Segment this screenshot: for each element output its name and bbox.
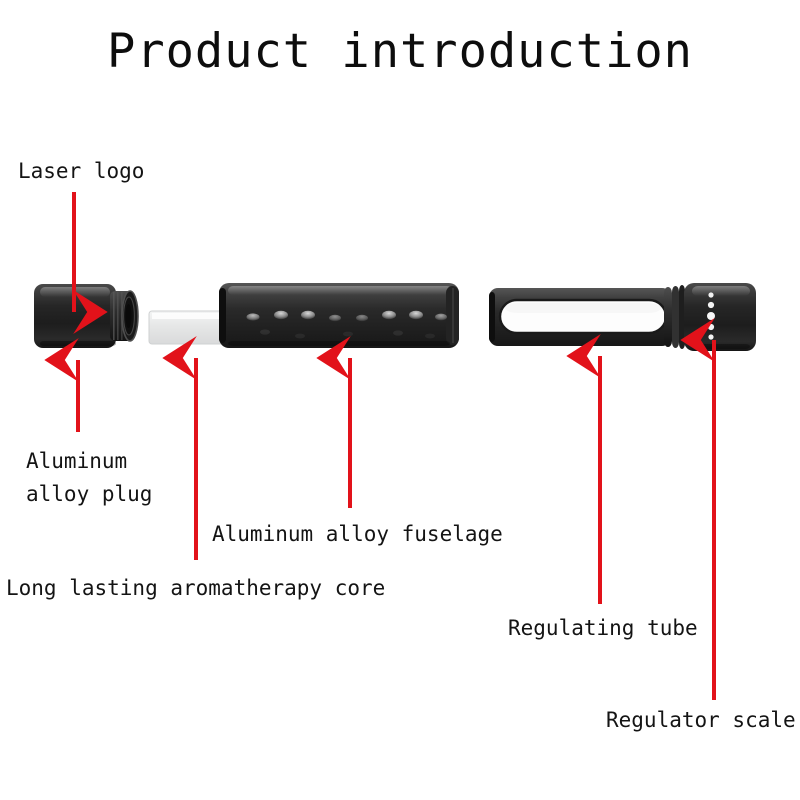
callout-arrows	[44, 192, 716, 700]
callout-label-aromatherapy-core: Long lasting aromatherapy core	[6, 576, 386, 600]
callout-label-laser-logo: Laser logo	[18, 159, 145, 183]
callout-label-regulating-tube: Regulating tube	[508, 616, 698, 640]
callout-label-aluminum-alloy-plug: Aluminum alloy plug	[26, 449, 153, 506]
part-aluminum-alloy-fuselage	[219, 283, 459, 348]
page-title: Product introduction	[107, 24, 693, 79]
part-aluminum-alloy-plug	[34, 284, 139, 348]
part-aromatherapy-core	[148, 310, 226, 345]
callout-label-aluminum-alloy-fuselage: Aluminum alloy fuselage	[212, 522, 503, 546]
callout-label-regulator-scale: Regulator scale	[606, 708, 796, 732]
